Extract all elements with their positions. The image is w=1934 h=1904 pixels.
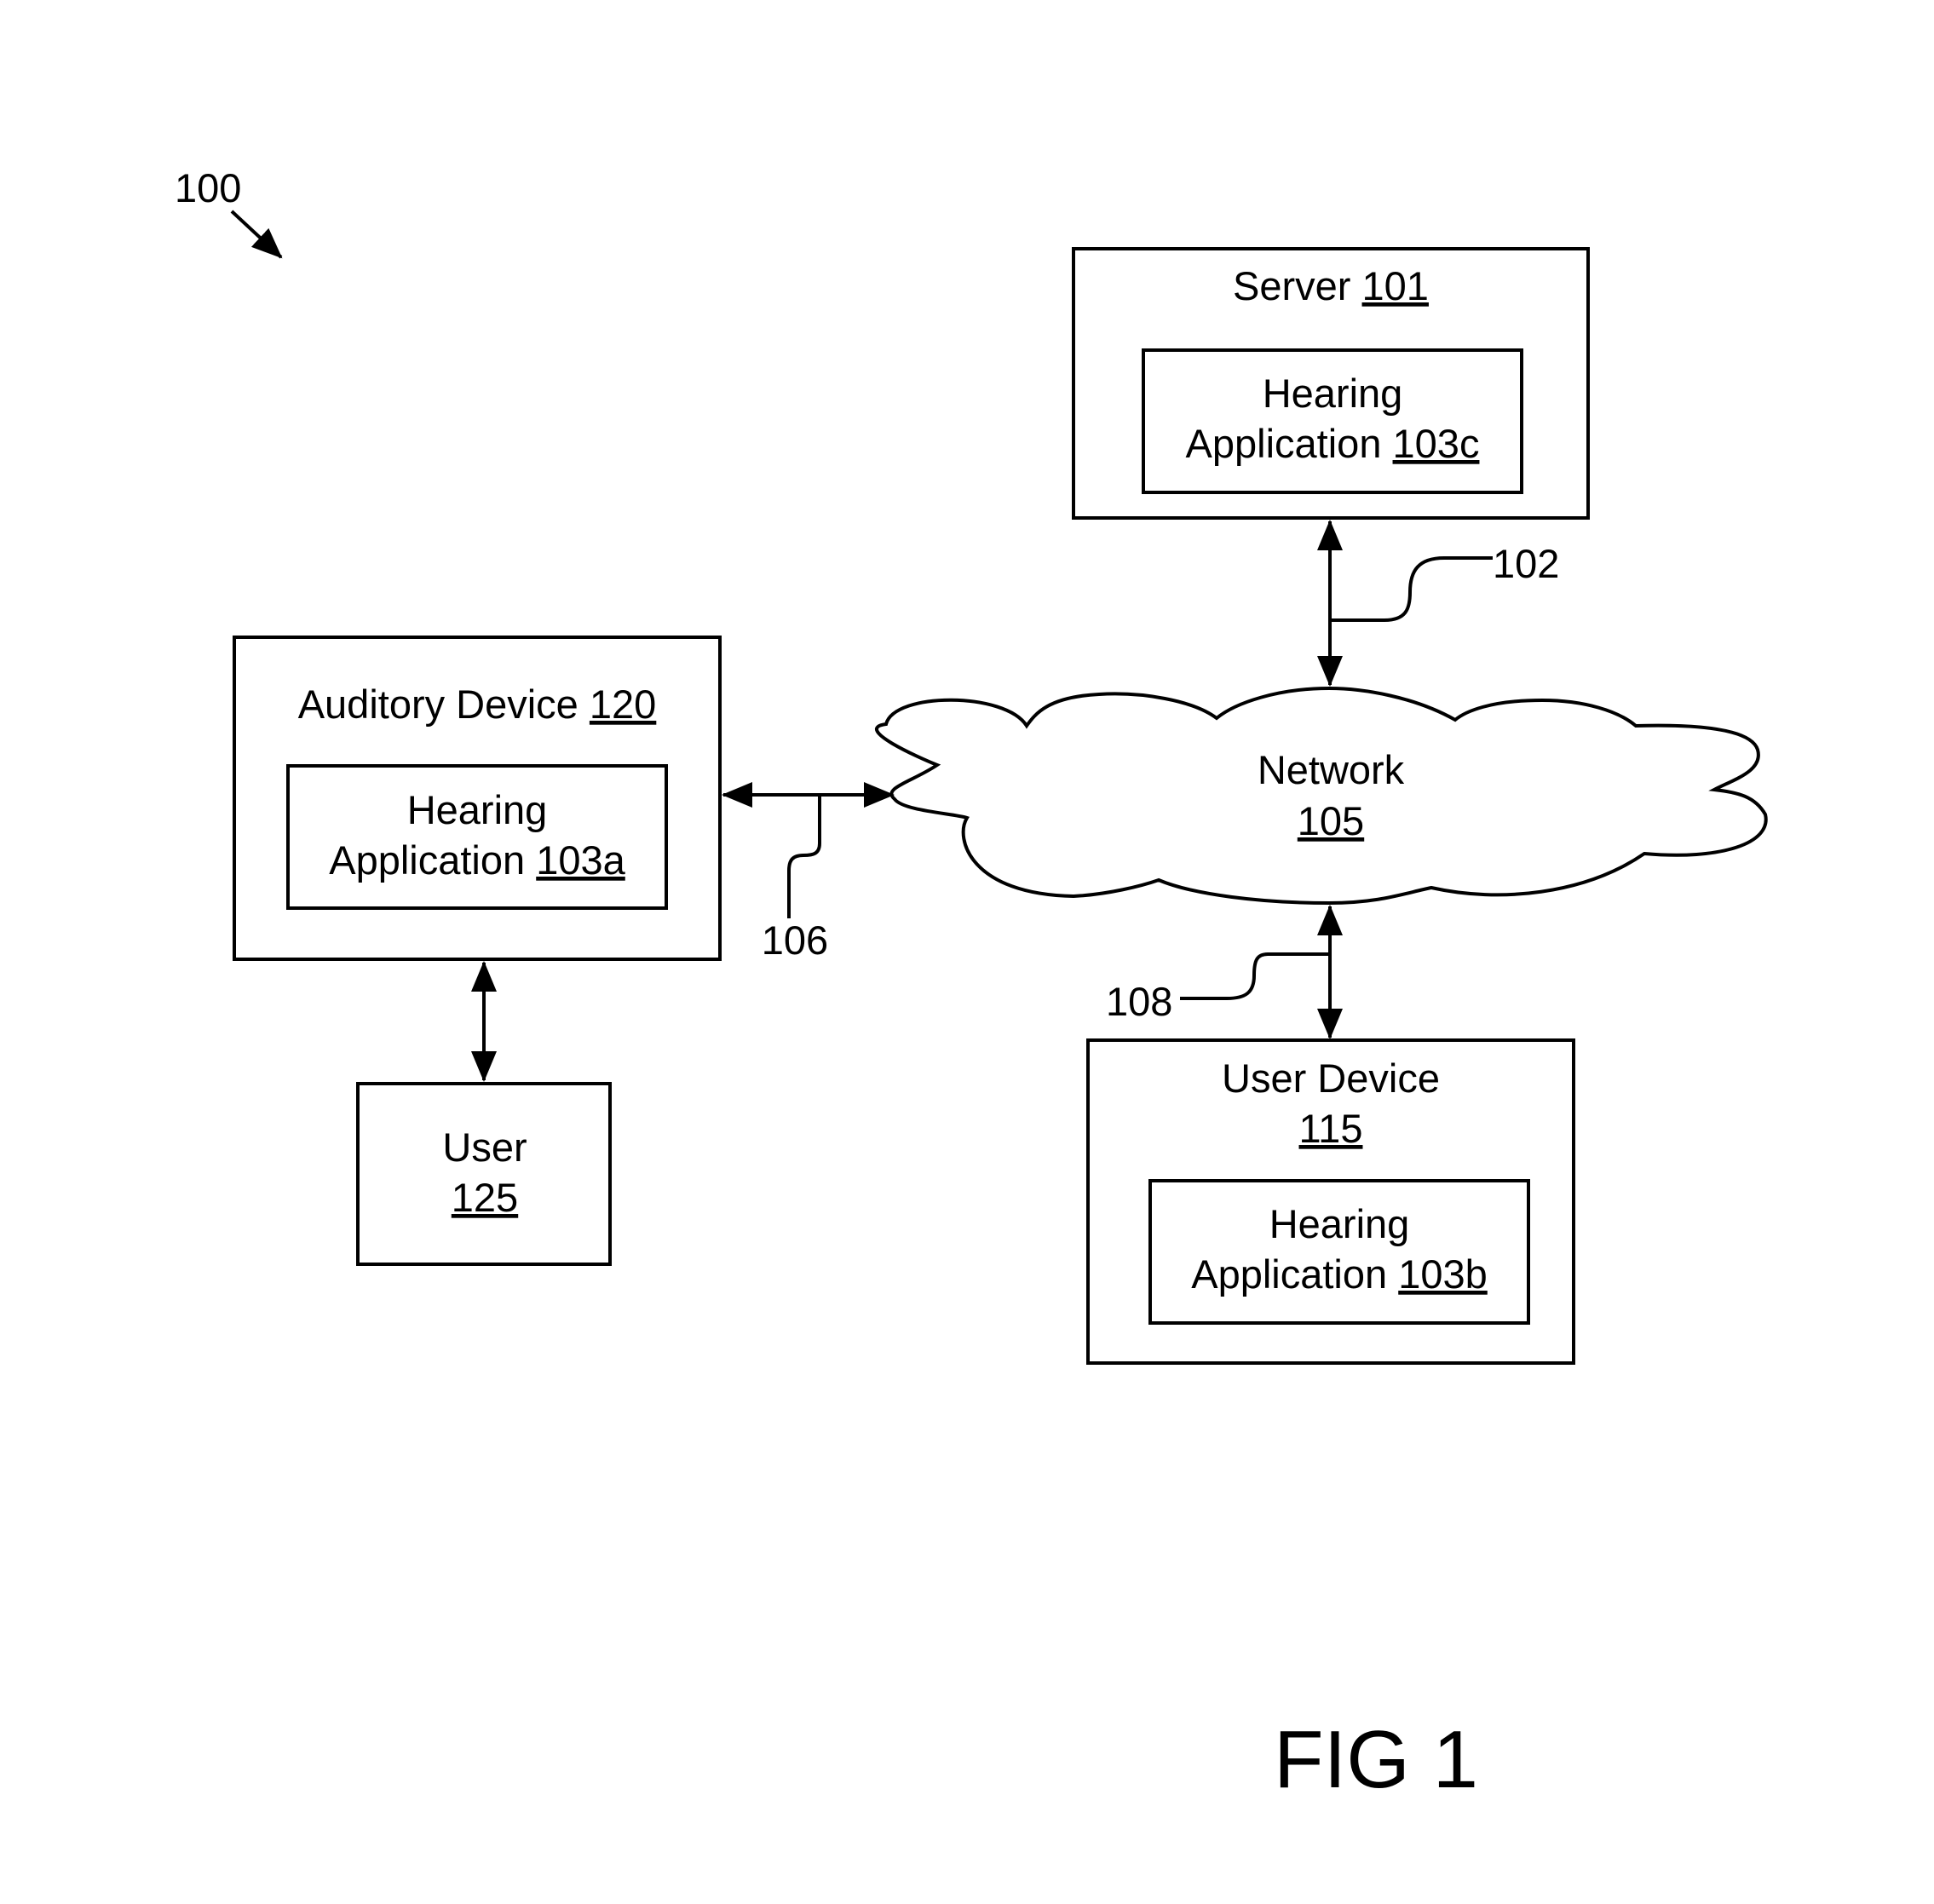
- server-box: [1072, 247, 1590, 520]
- user-device-app-box: [1148, 1179, 1530, 1325]
- user-device-network-leader: [1180, 952, 1330, 1000]
- user-device-app-ref: 103b: [1398, 1251, 1488, 1297]
- network-ref: 105: [1298, 798, 1364, 843]
- network-name: Network: [1258, 747, 1405, 792]
- server-app-ref: 103c: [1393, 421, 1480, 466]
- server-network-ref: 102: [1493, 541, 1559, 586]
- link-user-device-network: 108: [1106, 905, 1343, 1039]
- user-device-network-ref: 108: [1106, 979, 1172, 1024]
- auditory-device-ref: 120: [590, 682, 656, 727]
- link-server-network: 102: [1317, 520, 1559, 687]
- server-name: Server: [1233, 263, 1350, 308]
- user-device-app-line2: Application 103b: [1191, 1251, 1488, 1297]
- auditory-device-box: [233, 636, 722, 961]
- auditory-app-name: Application: [329, 837, 525, 883]
- server-app-line2: Application 103c: [1186, 421, 1480, 466]
- server-app-box: [1142, 348, 1523, 494]
- server-ref: 101: [1362, 263, 1429, 308]
- user-device-app-line1: Hearing: [1269, 1201, 1410, 1246]
- server-app-name: Application: [1186, 421, 1382, 466]
- user-device-name: User Device: [1222, 1056, 1440, 1101]
- auditory-network-ref: 106: [762, 917, 828, 963]
- user-box: [356, 1082, 612, 1266]
- link-auditory-network: 106: [722, 782, 895, 963]
- auditory-device-node: Auditory Device 120 Hearing Application …: [233, 636, 722, 961]
- user-device-app-name: Application: [1191, 1251, 1387, 1297]
- diagram-ref-arrow: [230, 210, 283, 259]
- server-app-line1: Hearing: [1263, 371, 1403, 416]
- user-name: User: [442, 1125, 527, 1170]
- user-node: User 125: [356, 1082, 612, 1266]
- auditory-device-name: Auditory Device: [298, 682, 578, 727]
- user-device-node: User Device 115 Hearing Application 103b: [1086, 1038, 1575, 1365]
- auditory-device-label: Auditory Device 120: [298, 682, 657, 727]
- figure-label: FIG 1: [1274, 1714, 1478, 1805]
- diagram-ref-label: 100: [175, 165, 241, 210]
- network-node: Network 105: [875, 686, 1768, 906]
- network-cloud: [875, 686, 1768, 906]
- auditory-network-leader: [787, 795, 821, 918]
- auditory-app-box: [286, 764, 668, 910]
- server-network-leader: [1330, 556, 1493, 622]
- server-label: Server 101: [1233, 263, 1429, 308]
- user-ref: 125: [452, 1175, 518, 1220]
- server-node: Server 101 Hearing Application 103c: [1072, 247, 1590, 520]
- auditory-app-ref: 103a: [536, 837, 625, 883]
- user-device-ref: 115: [1299, 1106, 1363, 1151]
- auditory-app-line1: Hearing: [407, 787, 548, 832]
- user-device-box: [1086, 1038, 1575, 1365]
- diagram-reference: 100: [175, 165, 283, 259]
- auditory-app-line2: Application 103a: [329, 837, 625, 883]
